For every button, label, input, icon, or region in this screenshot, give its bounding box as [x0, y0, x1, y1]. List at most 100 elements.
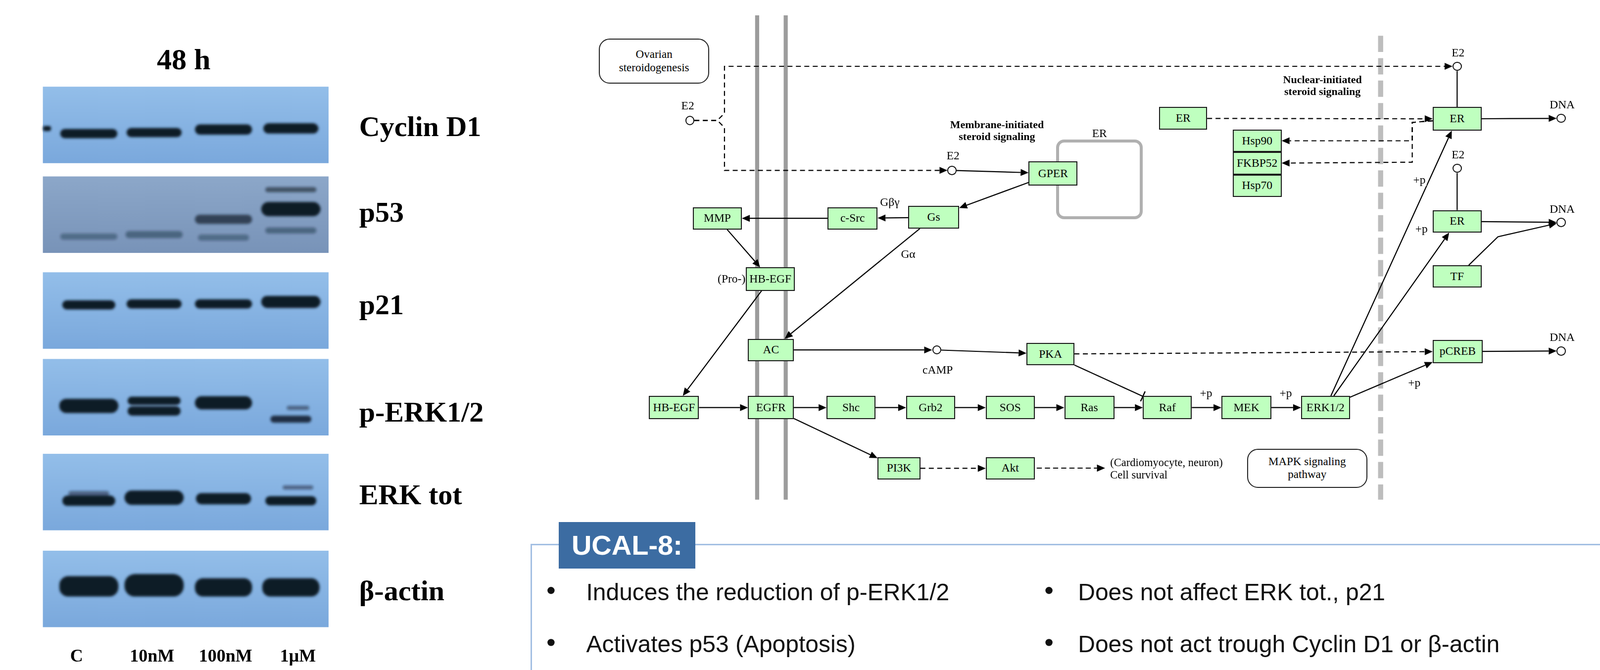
gene-box: Hsp70 — [1232, 174, 1282, 197]
blot-band — [60, 233, 118, 240]
arrowhead — [682, 387, 691, 396]
arrowhead — [924, 346, 933, 354]
blot-band — [194, 214, 252, 225]
blot-bands — [43, 123, 321, 597]
bullet — [547, 586, 555, 594]
edge-label: +p — [1414, 222, 1429, 236]
gene-name: Akt — [1001, 461, 1019, 475]
gene-box: FKBP52 — [1232, 151, 1282, 175]
edge-label: +p — [1406, 376, 1422, 389]
arrowhead — [1444, 62, 1453, 70]
gene-box: ER — [1432, 106, 1482, 131]
region-heading: Nuclear-initiated steroid signaling — [1270, 73, 1375, 98]
blot-band — [126, 128, 182, 138]
compound-circle: cAMP — [932, 345, 942, 355]
connector — [698, 407, 740, 409]
connector — [1289, 120, 1433, 141]
protein-label: p21 — [359, 289, 404, 322]
arrowhead — [1018, 349, 1027, 357]
blot-strip — [43, 358, 329, 436]
cell-membrane — [755, 15, 760, 500]
bullet — [1045, 638, 1053, 646]
arrowhead — [752, 259, 761, 268]
lane-label: C — [70, 646, 84, 667]
gene-box: PKA — [1026, 342, 1075, 366]
arrowhead — [1213, 404, 1222, 412]
blot-band — [265, 187, 317, 193]
edge-label: +p — [1199, 386, 1214, 399]
arrowhead — [977, 404, 986, 412]
edge-label: Gβγ — [878, 195, 901, 209]
gene-box: HB-EGF — [648, 395, 699, 420]
gene-name: pCREB — [1439, 344, 1476, 358]
compound-circle: DNA — [1556, 113, 1566, 124]
connector — [727, 229, 755, 262]
gene-box: Akt — [985, 457, 1035, 480]
arrowhead — [898, 404, 907, 412]
blot-band — [124, 574, 185, 597]
connector — [1207, 117, 1425, 120]
gene-name: GPER — [1038, 167, 1068, 181]
connector — [1481, 117, 1550, 120]
arrowhead — [977, 464, 986, 472]
gene-box: Raf — [1142, 395, 1192, 420]
connector — [1034, 407, 1057, 409]
blot-strip — [43, 176, 329, 254]
connector — [920, 467, 978, 469]
connector — [941, 350, 1019, 354]
gene-name: EGFR — [756, 401, 786, 415]
connector — [1350, 365, 1426, 398]
gene-name: MMP — [703, 211, 731, 225]
blot-band — [43, 126, 51, 132]
blot-band — [197, 234, 249, 241]
blot-band — [270, 415, 311, 423]
blot-band — [127, 406, 181, 416]
gene-name: c-Src — [840, 211, 866, 225]
gene-name: ERK1/2 — [1306, 401, 1345, 415]
outcome-note: (Cardiomyocyte, neuron) Cell survival — [1110, 457, 1234, 483]
gene-prefix: (Pro-) — [717, 272, 746, 286]
compound-name: E2 — [1451, 148, 1465, 162]
gene-box: Hsp90 — [1232, 129, 1282, 152]
blot-strip — [43, 272, 329, 349]
protein-label: p-ERK1/2 — [359, 396, 484, 429]
arrowhead — [1548, 114, 1557, 122]
blot-band — [286, 405, 309, 410]
connector — [875, 407, 899, 409]
blot-band — [261, 295, 321, 309]
group-name: ER — [1092, 127, 1108, 141]
arrowhead — [1441, 232, 1450, 242]
arrowhead — [1097, 464, 1106, 472]
gene-name: Hsp70 — [1242, 179, 1273, 193]
panel-heading: 48 h — [156, 43, 211, 76]
gene-box: MEK — [1221, 395, 1272, 420]
connector — [793, 407, 819, 409]
compound-circle: E2 — [1452, 163, 1462, 174]
connector — [956, 170, 1021, 173]
arrowhead — [1281, 137, 1290, 145]
gene-name: PI3K — [886, 461, 912, 475]
blot-strip — [43, 86, 329, 164]
connector — [1456, 173, 1458, 211]
arrowhead — [739, 404, 748, 412]
summary-point: Does not act trough Cyclin D1 or β-actin — [1077, 631, 1500, 658]
arrowhead — [1056, 404, 1065, 412]
summary-point: Induces the reduction of p-ERK1/2 — [585, 579, 950, 606]
gene-box: Grb2 — [906, 395, 956, 420]
blot-band — [59, 576, 119, 597]
arrowhead — [1445, 130, 1453, 140]
blot-band — [62, 300, 116, 310]
blot-band — [261, 201, 321, 217]
compound-circle: E2 — [947, 165, 957, 176]
compound-name: E2 — [946, 149, 960, 163]
compound-circle: E2 — [1452, 61, 1462, 72]
arrowhead — [869, 451, 878, 459]
connector — [1114, 407, 1136, 409]
blot-band — [194, 396, 252, 410]
gene-box: EGFR — [747, 395, 794, 420]
gene-name: ER — [1175, 111, 1191, 125]
blot-band — [194, 299, 252, 309]
blot-band — [282, 485, 314, 490]
